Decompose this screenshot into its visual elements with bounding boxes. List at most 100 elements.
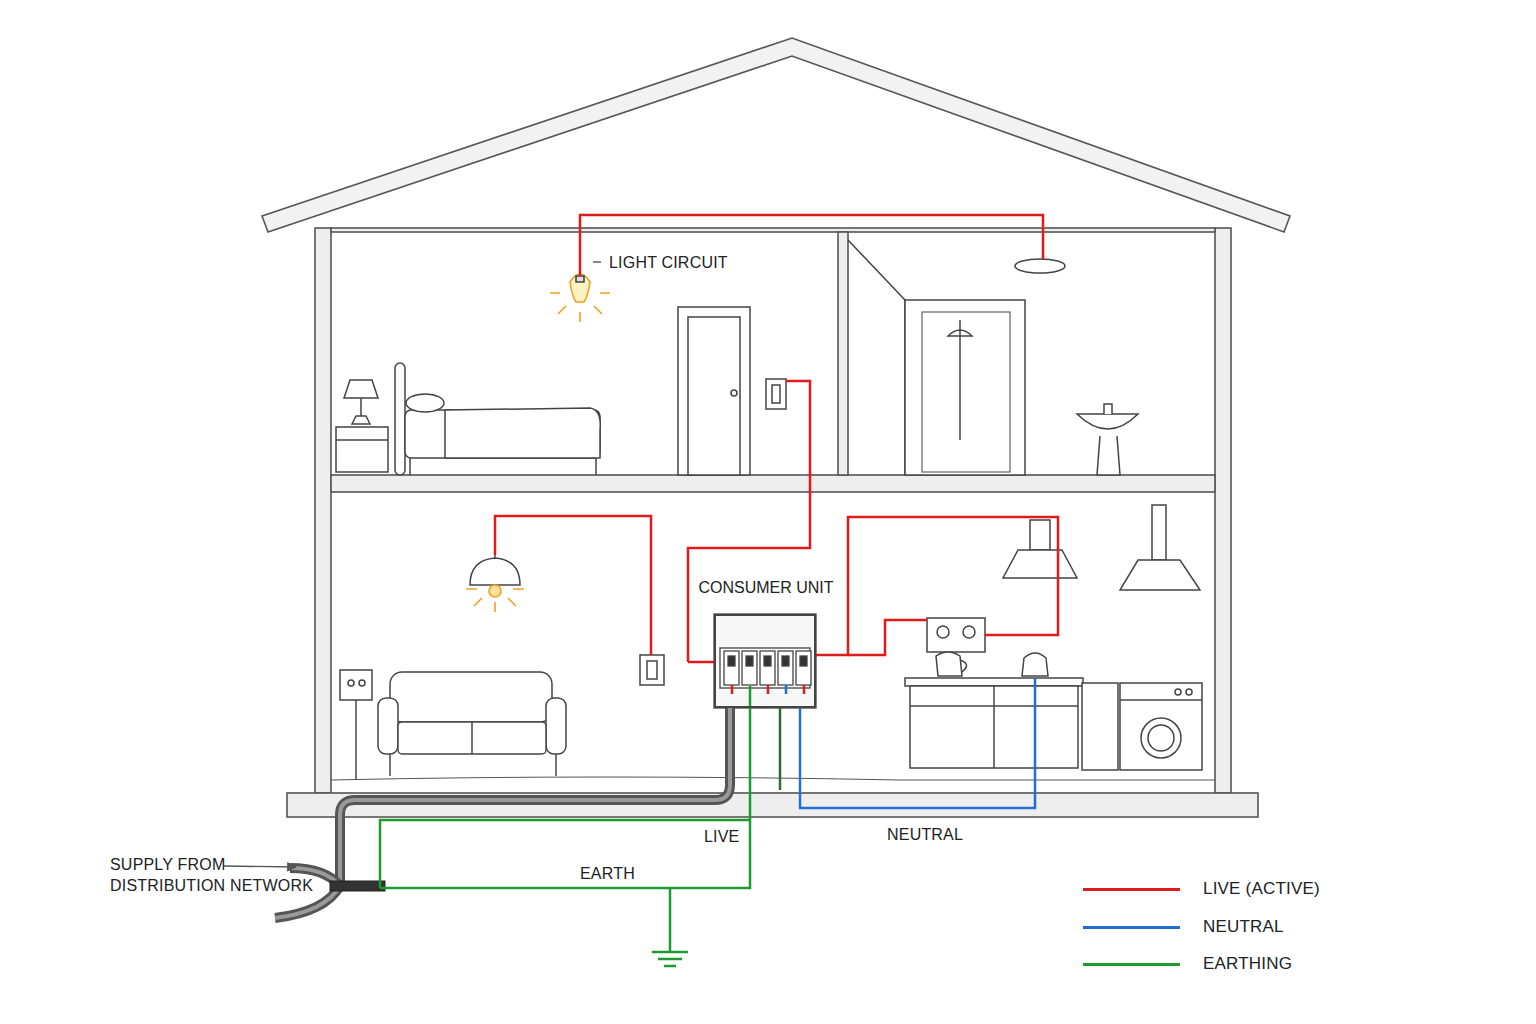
living-room-furniture: [647, 661, 657, 679]
living-room-furniture: [470, 558, 520, 585]
living-room-furniture: [640, 655, 664, 685]
consumer-unit-panel: [714, 614, 816, 708]
house-structure: [838, 232, 848, 475]
bedroom-furniture: [766, 379, 786, 409]
consumer-unit-panel: [760, 651, 775, 685]
consumer-unit-panel: [782, 656, 789, 666]
living-room-furniture: [355, 700, 357, 780]
earth-wire: [779, 708, 782, 790]
kitchen-fittings: [936, 652, 967, 676]
bedroom-furniture: [731, 390, 737, 396]
consumer-unit: CONSUMER UNIT: [690, 578, 842, 710]
living-room-furniture: [555, 754, 557, 776]
living-room-furniture: [378, 698, 398, 754]
house-structure: [315, 228, 331, 793]
kitchen-fittings: [927, 618, 985, 652]
live-wire: [848, 620, 927, 655]
wire-label: LIVE: [704, 826, 764, 847]
neutral-wire: [786, 678, 1035, 808]
bedroom-furniture: [445, 408, 600, 458]
kitchen-fittings: [1120, 683, 1202, 770]
consumer-unit-panel: [764, 656, 771, 666]
kitchen-fittings: [1022, 653, 1048, 676]
bathroom-fittings: [848, 240, 905, 300]
light-glow: [550, 293, 610, 322]
house-structure: [1215, 228, 1231, 793]
bedroom-furniture: [336, 439, 388, 441]
wire-label: EARTH: [580, 863, 650, 884]
legend-label: NEUTRAL: [1203, 916, 1284, 937]
wire-label: NEUTRAL: [887, 824, 987, 845]
consumer-unit-panel: [720, 648, 810, 688]
kitchen-fittings: [1141, 718, 1181, 758]
earth-wire: [380, 686, 750, 888]
light-glow: [466, 589, 524, 612]
consumer-unit-panel: [714, 614, 816, 708]
living-room-furniture: [359, 680, 365, 686]
legend-swatch: [1083, 888, 1180, 891]
legend-label: EARTHING: [1203, 953, 1292, 974]
bedroom-furniture: [395, 363, 405, 475]
leader-lines: [224, 866, 296, 867]
living-room-furniture: [389, 754, 391, 776]
live-wire: [495, 215, 1058, 694]
kitchen-fittings: [1186, 689, 1192, 695]
consumer-unit-panel: [796, 651, 811, 685]
earth-wire: [669, 888, 672, 952]
living-room-furniture: [471, 722, 473, 754]
neutral-wire: [800, 678, 1035, 808]
live-wire: [688, 381, 810, 662]
supply-label: SUPPLY FROM DISTRIBUTION NETWORK: [110, 854, 315, 896]
live-wire: [495, 516, 651, 655]
kitchen-fittings: [1120, 699, 1202, 701]
house-structure: [331, 475, 1215, 492]
bathroom-fittings: [848, 240, 1138, 475]
light-glow: [576, 276, 584, 282]
leader-lines: [224, 262, 601, 867]
kitchen-fittings: [1030, 520, 1050, 550]
bedroom-furniture: [336, 307, 786, 475]
supply-cable: [340, 708, 730, 884]
circuit-label: LIGHT CIRCUIT: [609, 252, 749, 273]
kitchen-fittings: [910, 686, 1078, 768]
legend-swatch: [1083, 963, 1180, 966]
living-room-furniture: [340, 670, 372, 700]
node-heading: CONSUMER UNIT: [690, 578, 842, 598]
bedroom-furniture: [352, 398, 370, 424]
living-room-furniture: [340, 555, 664, 780]
living-room-furniture: [398, 722, 546, 754]
legend-swatch: [1083, 926, 1180, 929]
bedroom-furniture: [336, 427, 388, 472]
kitchen-fittings: [1148, 725, 1174, 751]
house-structure: [331, 228, 1215, 232]
kitchen-fittings: [905, 678, 1083, 686]
bathroom-fittings: [1097, 436, 1120, 475]
light-glow: [466, 274, 610, 612]
kitchen-fittings: [905, 505, 1202, 770]
earth-wire: [380, 820, 750, 888]
house-structure: [262, 38, 1290, 817]
bedroom-furniture: [678, 307, 750, 475]
bedroom-furniture: [688, 317, 740, 475]
kitchen-fittings: [993, 686, 995, 768]
kitchen-fittings: [1003, 550, 1077, 578]
earth-wire: [652, 952, 688, 966]
kitchen-fittings: [1082, 683, 1118, 770]
light-glow: [570, 274, 590, 302]
bedroom-furniture: [406, 394, 444, 412]
earth-wire: [380, 686, 780, 966]
kitchen-fittings: [1175, 689, 1181, 695]
living-room-furniture: [546, 698, 566, 754]
supply-cable: [340, 708, 730, 884]
consumer-unit-panel: [724, 651, 739, 685]
bathroom-fittings: [1077, 414, 1138, 429]
bedroom-furniture: [344, 380, 378, 398]
consumer-unit-panel: [742, 651, 757, 685]
consumer-unit-panel: [746, 656, 753, 666]
house-structure: [262, 38, 1290, 232]
consumer-unit-panel: [728, 656, 735, 666]
bathroom-fittings: [1015, 259, 1065, 273]
